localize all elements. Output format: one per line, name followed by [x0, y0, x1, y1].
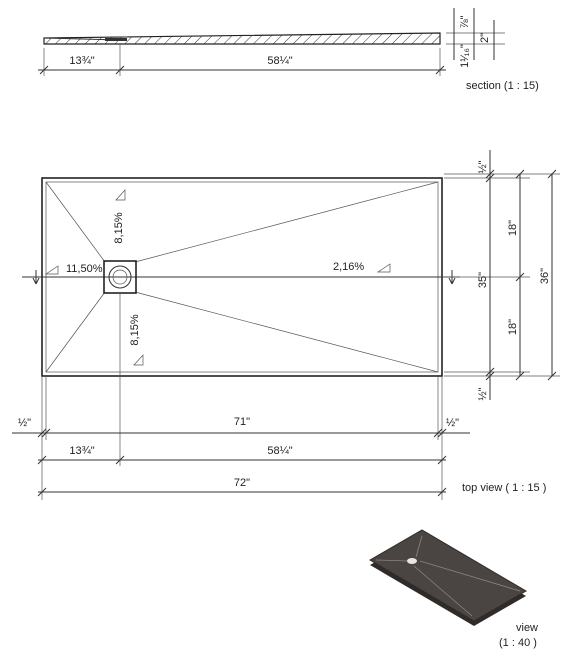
section-drain-mark — [105, 38, 127, 41]
slope-triangle-icon — [376, 263, 391, 273]
top-view: 8,15% 8,15% 11,50% 2,16% ½" 71" ½" 13¾" … — [12, 150, 560, 500]
dim-half-left: ½" — [18, 417, 31, 429]
section-view: 13¾" 58¼" ⅞" 1¹⁄₁₆" 2" section (1 : 15) — [38, 8, 539, 92]
dim-half-bottom: ½" — [477, 387, 489, 400]
dim-left: 13¾" — [69, 445, 94, 457]
section-dim-right: 58¼" — [267, 55, 292, 67]
slope-triangle-icon — [115, 189, 126, 201]
slope-triangle-icon — [44, 265, 59, 275]
view-caption-line1: view — [516, 622, 538, 634]
dim-18-bottom: 18" — [507, 319, 519, 335]
dim-half-top: ½" — [477, 160, 489, 173]
slope-label-right: 2,16% — [333, 261, 364, 273]
drain-icon — [108, 265, 132, 289]
view-caption-line2: (1 : 40 ) — [499, 637, 537, 649]
dim-35: 35" — [477, 272, 489, 288]
top-view-caption: top view ( 1 : 15 ) — [462, 482, 546, 494]
section-caption: section (1 : 15) — [466, 80, 539, 92]
slope-label-drain-bottom: 8,15% — [129, 314, 141, 345]
slope-label-left: 11,50% — [66, 263, 103, 275]
dim-inner: 71" — [234, 416, 250, 428]
section-thick-total: 2" — [479, 33, 491, 43]
dim-18-top: 18" — [507, 220, 519, 236]
dim-right: 58¼" — [267, 445, 292, 457]
dim-half-right: ½" — [446, 417, 459, 429]
section-dim-left: 13¾" — [69, 55, 94, 67]
dim-total: 72" — [234, 477, 250, 489]
section-thick-bottom: 1¹⁄₁₆" — [459, 44, 471, 68]
section-thick-top: ⅞" — [459, 15, 471, 28]
slope-triangle-icon — [133, 354, 144, 366]
section-profile — [43, 32, 441, 45]
dim-36: 36" — [539, 268, 551, 284]
iso-tray-top — [369, 529, 527, 622]
slope-label-drain-top: 8,15% — [113, 212, 125, 243]
iso-drain-icon — [407, 558, 417, 564]
iso-view: view (1 : 40 ) — [369, 529, 538, 649]
